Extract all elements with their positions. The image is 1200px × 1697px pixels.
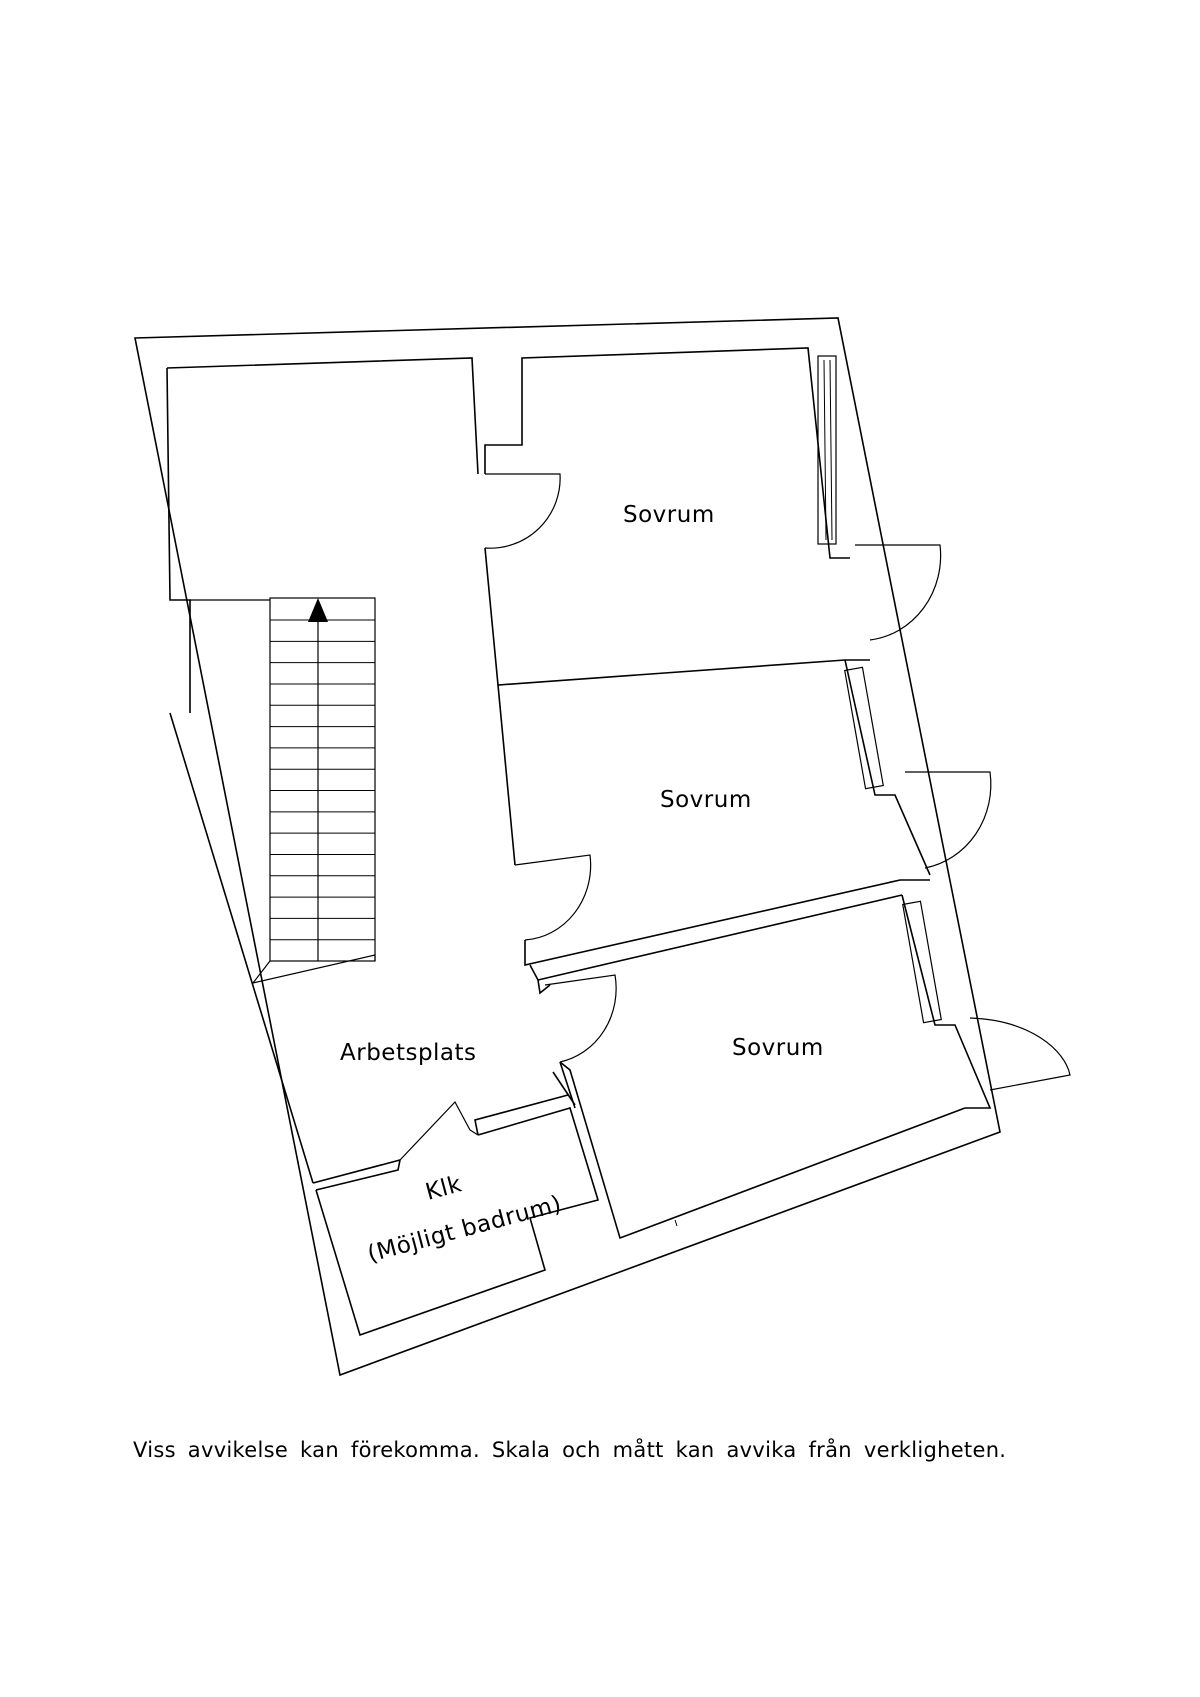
room-label-bedroom-2: Sovrum: [660, 787, 752, 813]
hall-inner-wall: [166, 357, 479, 475]
stair-bottom-wall: [252, 954, 376, 984]
stair-outline: [269, 597, 376, 962]
bedroom-1-lower-wall: [484, 547, 870, 686]
hall-left-inner-wall: [166, 367, 191, 713]
closet-door-frame: [399, 1100, 479, 1161]
closet-walls: [315, 1107, 600, 1337]
bedroom-2-door: [514, 854, 592, 941]
bedroom-2-lower-wall: [524, 879, 930, 967]
bedroom-3-exterior-door: [969, 1017, 1071, 1091]
bedroom-1-window: [817, 355, 837, 545]
hall-left-slant-wall: [169, 712, 314, 1184]
bedroom-2-right-wall: [844, 659, 931, 876]
bedroom-3-right-wall: [901, 894, 992, 1109]
bedroom-2-window: [844, 666, 884, 790]
stair-up-arrow: [308, 598, 328, 622]
bedroom-1-door: [484, 473, 561, 549]
exterior-wall-outer: [134, 317, 1001, 1377]
bedroom-1-walls: [484, 347, 850, 559]
bedroom-3-window: [902, 900, 942, 1024]
bedroom-2-walls: [497, 684, 516, 866]
bedroom-3-door: [544, 974, 617, 1063]
bedroom-3-lower-wall: [559, 1061, 966, 1240]
bedroom-2-exterior-door: [905, 771, 992, 869]
room-label-bedroom-1: Sovrum: [623, 502, 715, 528]
staircase: [190, 597, 376, 984]
room-label-bedroom-3: Sovrum: [732, 1035, 824, 1061]
room-label-workspace: Arbetsplats: [340, 1040, 477, 1066]
workspace-lower-wall: [312, 1158, 402, 1191]
bedroom-3-walls: [537, 979, 551, 995]
bedroom-1-exterior-door: [855, 544, 942, 641]
room-label-closet-note: (Möjligt badrum): [365, 1191, 565, 1268]
room-label-closet: Klk: [423, 1171, 465, 1206]
disclaimer-text: Viss avvikelse kan förekomma. Skala och …: [133, 1438, 1007, 1462]
